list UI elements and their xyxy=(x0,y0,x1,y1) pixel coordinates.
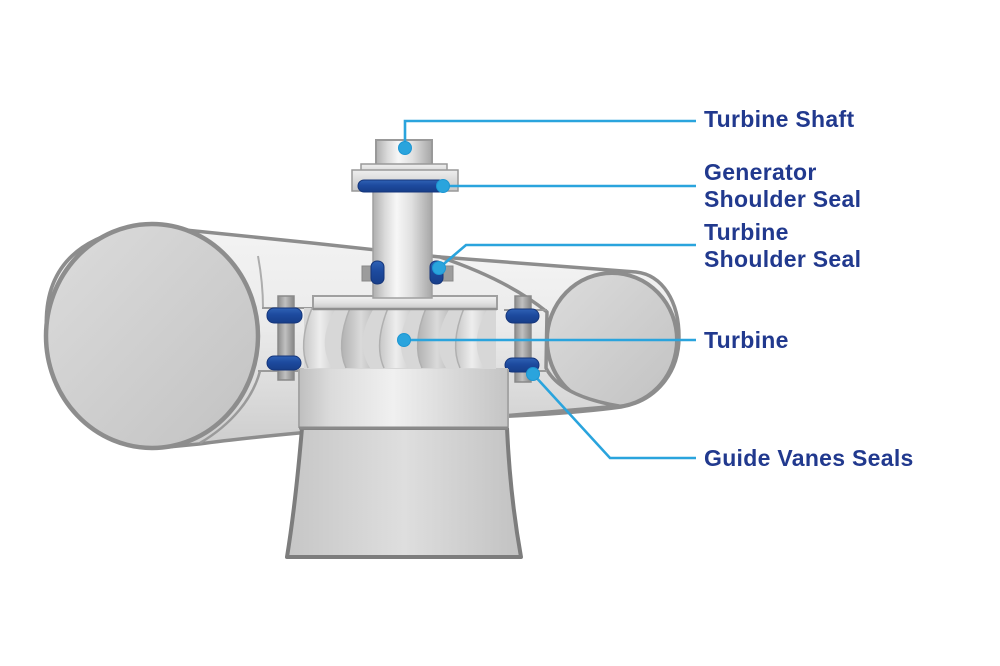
leader-dot-guide-vanes-seals xyxy=(526,367,540,381)
label-line: Shoulder Seal xyxy=(704,186,862,212)
label-line: Turbine xyxy=(704,327,789,353)
label-turbine-shaft: Turbine Shaft xyxy=(704,106,854,133)
left-guide-vane-seal-bottom xyxy=(266,355,302,371)
generator-shoulder-seal-ring xyxy=(357,179,446,193)
left-guide-vane xyxy=(266,295,303,381)
right-guide-vane-seal-top xyxy=(505,308,540,324)
draft-tube xyxy=(285,426,523,559)
runner-band xyxy=(299,368,508,428)
casing-edge-lower-left-curve xyxy=(199,370,262,445)
leader-lines xyxy=(403,119,696,460)
left-pipe-opening xyxy=(43,221,261,451)
leader-dot-turbine xyxy=(397,333,411,347)
label-line: Generator xyxy=(704,159,817,185)
casing-edge-left-inner xyxy=(257,255,264,309)
leader-dot-generator-shoulder-seal xyxy=(436,179,450,193)
turbine-shaft-assembly xyxy=(351,139,459,299)
left-guide-vane-seal-top xyxy=(266,307,303,324)
label-line: Guide Vanes Seals xyxy=(704,445,914,471)
leader-turbine-shoulder-seal xyxy=(438,243,696,269)
turbine-shoulder-seal-left xyxy=(370,260,385,285)
leader-guide-vanes-seals xyxy=(532,373,696,460)
leader-dot-turbine-shaft xyxy=(398,141,412,155)
label-line: Shoulder Seal xyxy=(704,246,862,272)
leader-dots xyxy=(397,141,540,381)
label-line: Turbine Shaft xyxy=(704,106,855,132)
leader-turbine-shaft xyxy=(403,119,696,148)
leader-dot-turbine-shoulder-seal xyxy=(432,261,446,275)
label-line: Turbine xyxy=(704,219,789,245)
label-guide-vanes-seals: Guide Vanes Seals xyxy=(704,445,914,472)
label-turbine: Turbine xyxy=(704,327,789,354)
